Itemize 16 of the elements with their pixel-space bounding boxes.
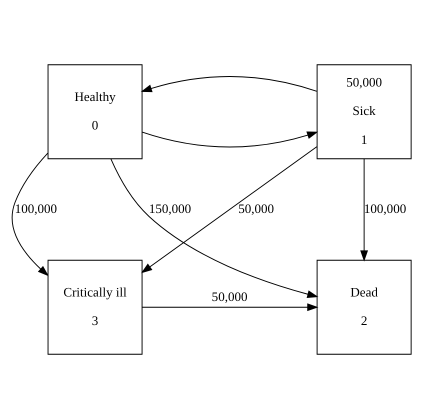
node-box: Healthy 0 [48,64,143,160]
arrow [110,158,318,298]
edge-label: 100,000 [14,200,58,216]
node-box: 50,000 Sick 1 [316,64,412,160]
arrow [12,152,49,276]
node-box: Critically ill 3 [48,260,143,355]
edge-label: 150,000 [148,200,192,216]
node-box: Dead 2 [316,260,412,355]
arrow [140,76,318,92]
arrow [142,131,318,148]
arrow [141,146,318,274]
arrow [142,303,318,312]
edge-label: 50,000 [238,200,274,216]
arrow [360,158,368,262]
edge-label: 50,000 [212,288,248,304]
edge-label: 100,000 [364,200,406,216]
